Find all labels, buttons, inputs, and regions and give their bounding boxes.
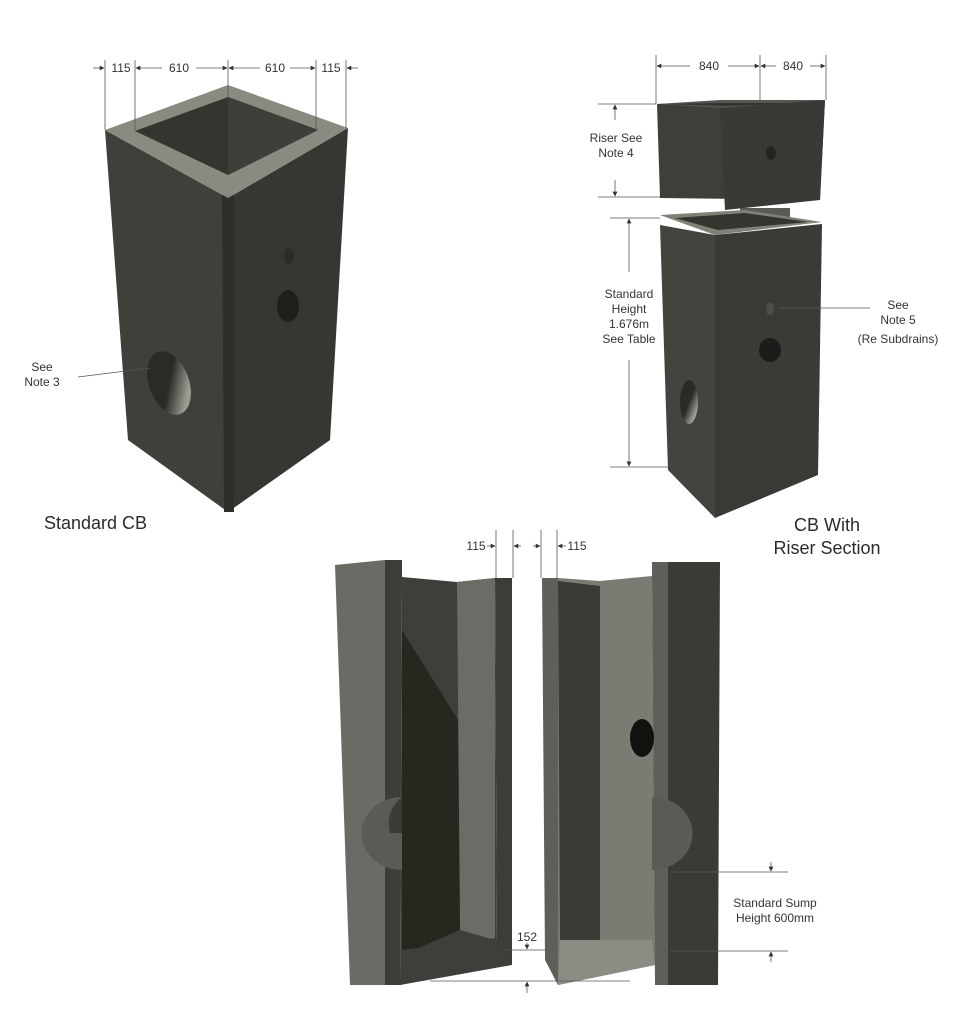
height-line1: Standard — [604, 287, 654, 301]
riser-cb-dimensions — [598, 55, 870, 468]
dim-wall-right: 115 — [321, 61, 341, 75]
note-5-label: See Note 5 (Re Subdrains) — [848, 298, 948, 347]
section-dimensions — [430, 530, 788, 993]
height-line3: 1.676m — [608, 317, 650, 331]
sump-line2: Height 600mm — [735, 911, 815, 925]
riser-note-line2: Note 4 — [598, 146, 634, 160]
standard-cb-model — [105, 85, 348, 512]
section-left-half — [335, 560, 512, 985]
standard-height-label: Standard Height 1.676m See Table — [596, 287, 662, 347]
riser-caption-line2: Riser Section — [773, 537, 881, 558]
standard-cb-caption: Standard CB — [44, 513, 148, 533]
note-3-line2: Note 3 — [24, 375, 60, 389]
dim-riser-right: 840 — [782, 59, 804, 73]
section-right-half — [542, 562, 720, 985]
standard-cb-dimensions — [77, 60, 358, 378]
dim-riser-left: 840 — [698, 59, 720, 73]
note-3-label: See Note 3 — [22, 360, 62, 390]
sump-line1: Standard Sump — [733, 896, 817, 910]
dim-inner-right: 610 — [264, 61, 286, 75]
dim-section-wall-left: 115 — [466, 539, 486, 553]
dim-wall-left: 115 — [111, 61, 131, 75]
riser-note-line1: Riser See — [589, 131, 643, 145]
dim-section-wall-right: 115 — [567, 539, 587, 553]
riser-cb-caption: CB With Riser Section — [752, 514, 902, 559]
riser-cb-model — [657, 100, 825, 518]
height-line4: See Table — [602, 332, 656, 346]
note-5-line2: Note 5 — [880, 313, 916, 327]
riser-note-4-label: Riser See Note 4 — [584, 131, 648, 161]
note-3-line1: See — [31, 360, 53, 374]
height-line2: Height — [611, 302, 647, 316]
dim-floor-thickness: 152 — [516, 930, 538, 944]
note-5-line3: (Re Subdrains) — [857, 332, 939, 346]
note-5-line1: See — [887, 298, 909, 312]
sump-height-label: Standard Sump Height 600mm — [720, 896, 830, 926]
riser-caption-line1: CB With — [793, 515, 860, 535]
dim-inner-left: 610 — [168, 61, 190, 75]
